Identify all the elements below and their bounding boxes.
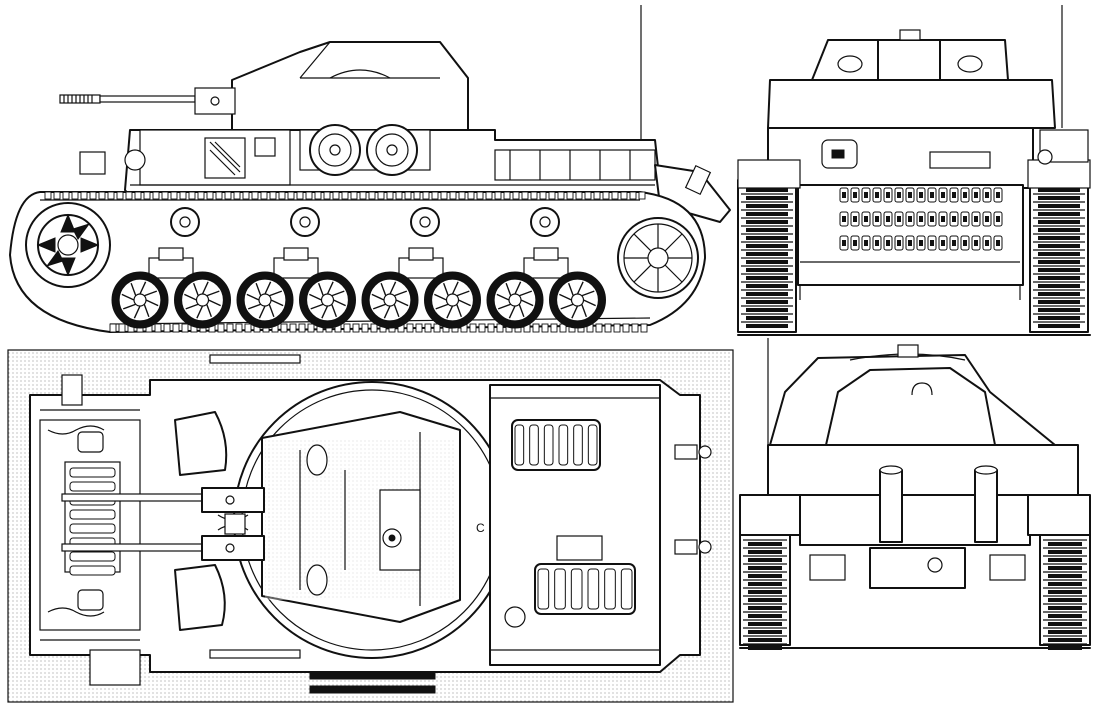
top-view: C: [7, 349, 734, 703]
hull-spare-wheel: [309, 124, 361, 176]
road-wheel: [174, 271, 231, 329]
road-wheel: [486, 271, 544, 329]
rear-view: [739, 338, 1091, 650]
road-wheel: [549, 271, 606, 329]
front-hull: [767, 79, 1056, 129]
hull-spare-wheel: [366, 124, 418, 176]
grille-lower: [534, 563, 636, 615]
side-turret: [231, 41, 469, 131]
road-wheel: [361, 271, 419, 329]
side-view: [9, 5, 731, 333]
suspension-bogie: [523, 247, 569, 279]
idler-wheel: [617, 217, 699, 299]
suspension-bogie: [273, 247, 319, 279]
rear-hull: [767, 444, 1079, 496]
road-wheel: [236, 271, 294, 329]
grille-upper: [511, 419, 601, 471]
front-view: [737, 5, 1091, 336]
hatch-marking: C: [476, 521, 485, 535]
drive-sprocket: [25, 202, 111, 288]
side-track-links: [44, 191, 648, 333]
road-wheel: [111, 271, 169, 329]
road-wheel: [299, 271, 356, 329]
return-roller: [170, 207, 200, 237]
return-roller: [410, 207, 440, 237]
exhaust-pipe: [974, 465, 998, 543]
suspension-bogie: [148, 247, 194, 279]
side-gun-barrel: [59, 87, 236, 115]
return-roller: [530, 207, 560, 237]
return-roller: [290, 207, 320, 237]
road-wheel: [424, 271, 481, 329]
suspension-bogie: [398, 247, 444, 279]
side-hatch-panel: [204, 137, 246, 179]
top-gun-barrels: [61, 487, 265, 561]
exhaust-pipe: [879, 465, 903, 543]
